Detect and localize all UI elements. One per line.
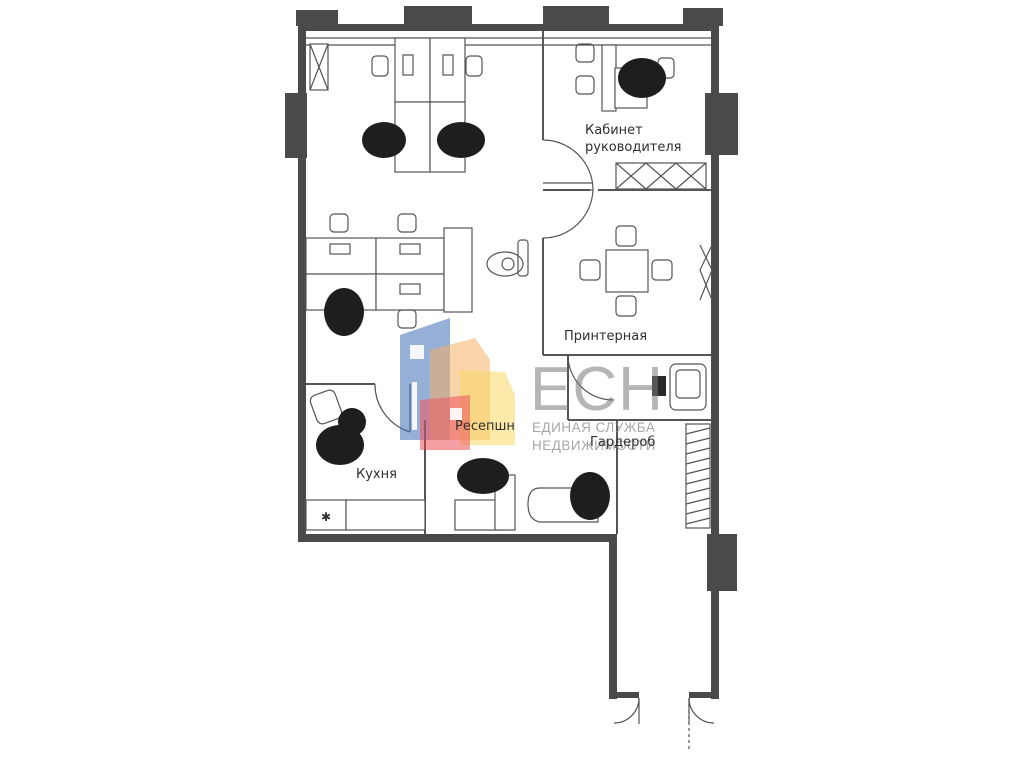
kitchen-furniture: ✱	[305, 389, 426, 531]
cabinets	[309, 43, 711, 529]
people	[316, 58, 666, 520]
label-director-office-1: Кабинет	[585, 123, 643, 138]
desks-middle	[305, 213, 473, 329]
watermark-logo-text: ЕСН	[530, 355, 664, 424]
label-reception: Ресепшн	[455, 419, 515, 434]
label-printer-room: Принтерная	[564, 329, 647, 344]
watermark-line1: ЕДИНАЯ СЛУЖБА	[532, 420, 655, 435]
printer-room-furniture	[579, 225, 713, 317]
label-kitchen: Кухня	[356, 467, 397, 482]
watermark-line2: НЕДВИЖИМОСТИ	[532, 438, 656, 453]
wardrobe-items	[652, 363, 707, 411]
watermark-logo	[400, 318, 515, 450]
label-wardrobe: Гардероб	[590, 435, 655, 450]
label-director-office-2: руководителя	[585, 140, 682, 155]
outer-walls	[285, 6, 738, 699]
svg-text:✱: ✱	[321, 510, 331, 524]
